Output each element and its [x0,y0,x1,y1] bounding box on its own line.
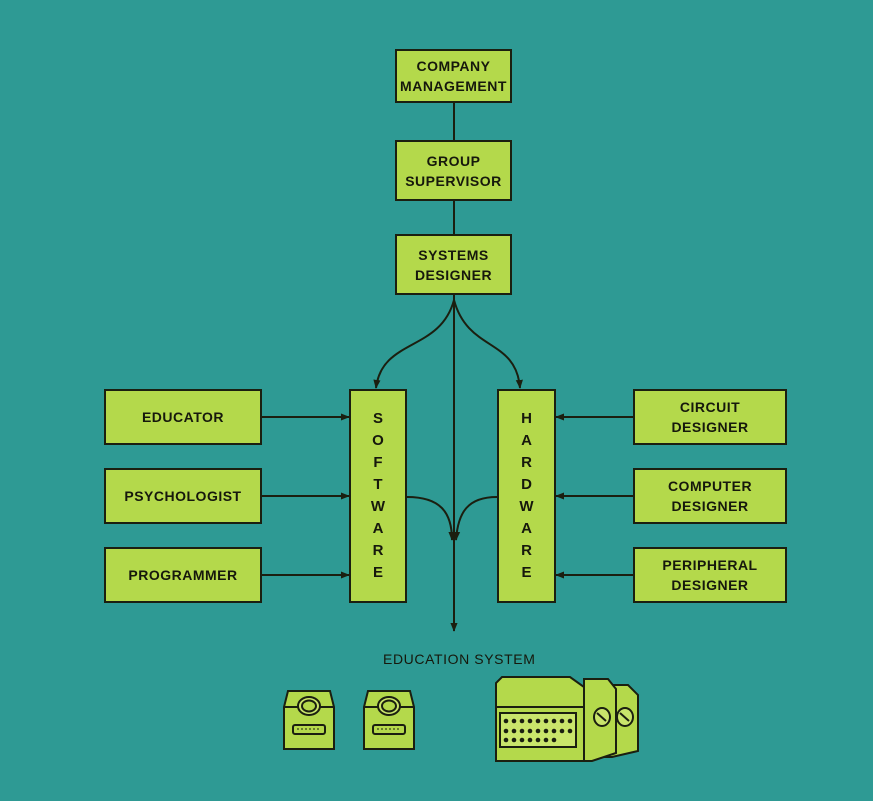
group-supervisor-box: GROUP SUPERVISOR [395,140,512,201]
student-terminal-icon [283,690,335,750]
company-management-box: COMPANY MANAGEMENT [395,49,512,103]
software-letter: E [372,564,383,581]
hardware-letter: R [521,542,532,559]
peripheral-designer-box: PERIPHERAL DESIGNER [633,547,787,603]
programmer-box: PROGRAMMER [104,547,262,603]
software-letter: A [372,520,384,537]
computer-designer-box: COMPUTER DESIGNER [633,468,787,524]
software-letter: F [373,454,383,471]
node-label-line: PERIPHERAL [662,557,758,573]
node-label-line: GROUP [426,152,481,169]
computer-console-icon [495,676,639,762]
hardware-letter: E [521,564,532,581]
hardware-letter: H [521,410,532,427]
node-label-line: DESIGNER [671,577,749,593]
software-letter: S [372,410,383,427]
hardware-letter: A [521,432,532,449]
node-label-line: COMPUTER [667,478,753,494]
node-label-line: PROGRAMMER [128,567,238,583]
hardware-letter: D [521,476,532,493]
node-label-line: SUPERVISOR [405,172,502,189]
node-label-line: EDUCATOR [141,409,225,425]
node-label-line: MANAGEMENT [400,78,507,94]
edge-software-merge [406,496,456,541]
node-label-line: SYSTEMS [418,246,489,263]
student-terminal-icon [363,690,415,750]
psychologist-box: PSYCHOLOGIST [104,468,262,524]
edge-hardware-merge [452,496,498,541]
education-system-label: EDUCATION SYSTEM [383,651,536,667]
hardware-letter: W [519,498,534,515]
software-letter: T [373,476,383,493]
systems-designer-box: SYSTEMS DESIGNER [395,234,512,295]
node-label-line: COMPANY [416,58,491,74]
edge-designer-hardware [453,299,523,389]
node-label-line: DESIGNER [671,419,749,435]
software-letter: R [372,542,384,559]
node-label-line: DESIGNER [414,266,493,283]
circuit-designer-box: CIRCUIT DESIGNER [633,389,787,445]
node-label-line: PSYCHOLOGIST [124,488,242,504]
hardware-box: H A R D W A R E [497,389,556,603]
software-box: S O F T W A R E [349,389,407,603]
node-label-line: DESIGNER [671,498,749,514]
edge-designer-software [373,299,455,389]
software-letter: O [372,432,384,449]
educator-box: EDUCATOR [104,389,262,445]
node-label-line: CIRCUIT [679,399,741,415]
hardware-letter: A [521,520,532,537]
hardware-letter: R [521,454,532,471]
software-letter: W [370,498,386,515]
